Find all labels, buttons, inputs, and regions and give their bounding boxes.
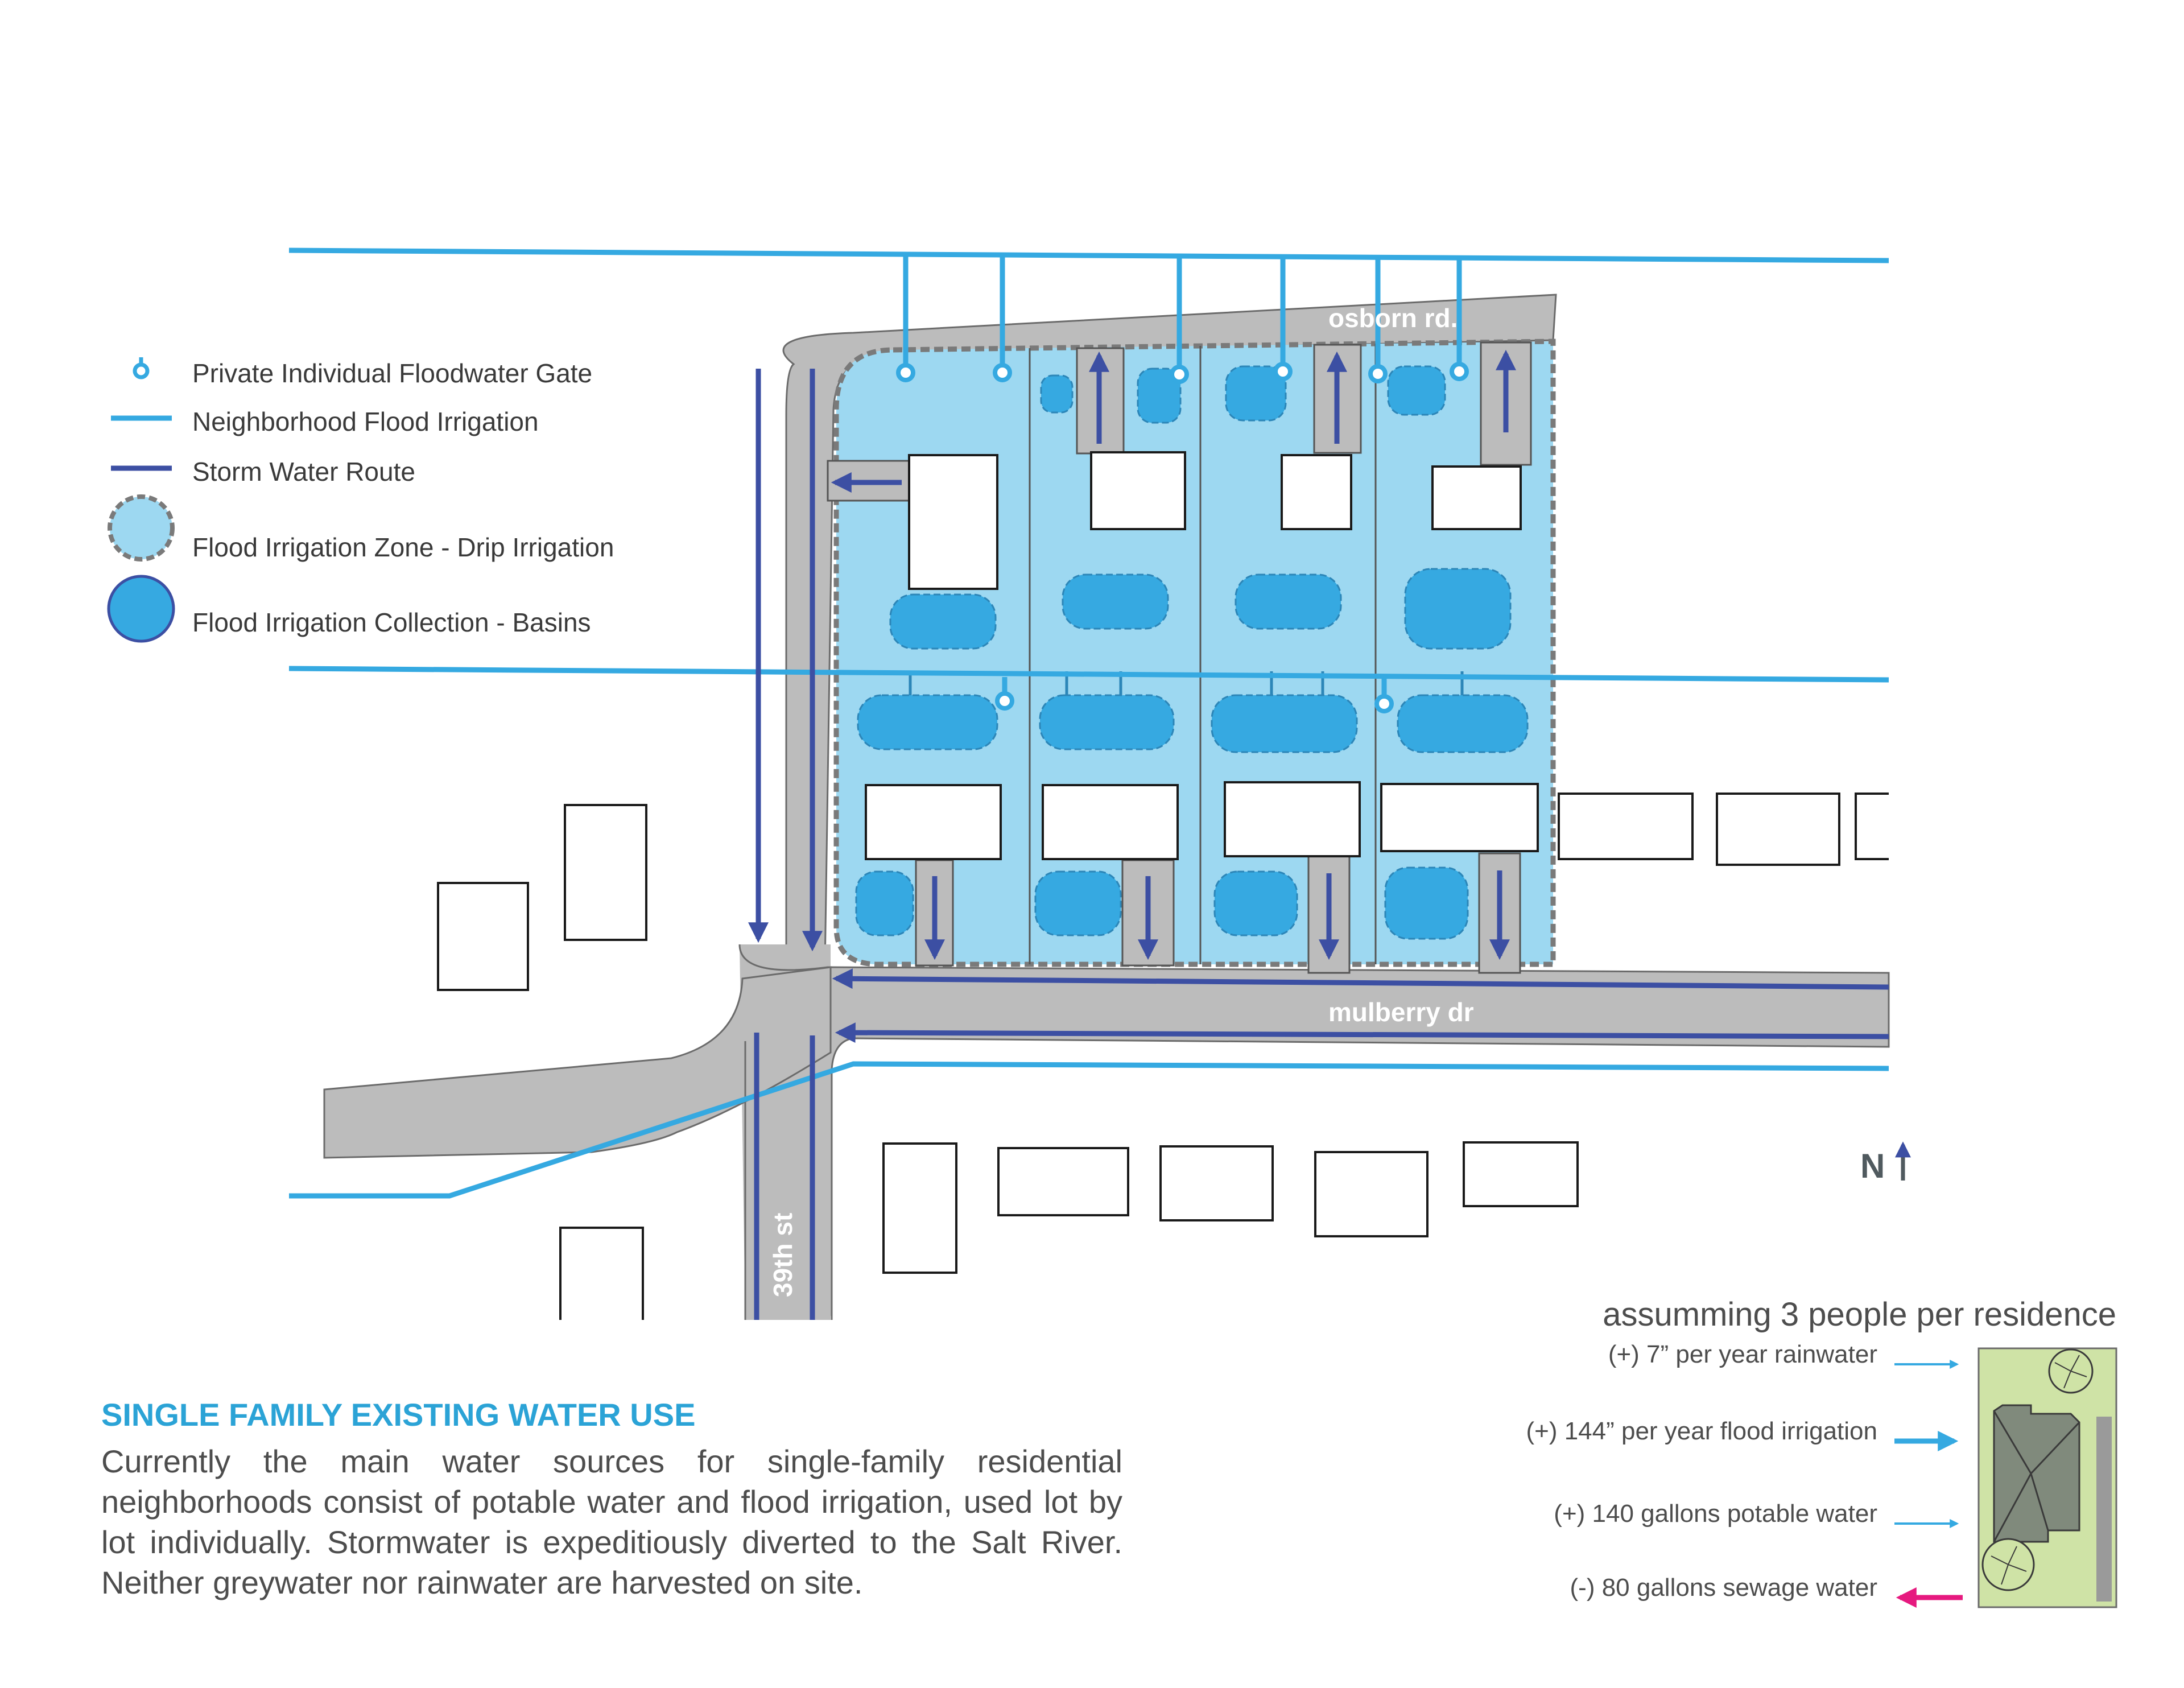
svg-text:Flood Irrigation Collection -: Flood Irrigation Collection - Basins <box>192 608 591 637</box>
lot-dividers <box>1029 344 1377 964</box>
legend-item-storm-water: Storm Water Route <box>111 457 415 486</box>
svg-text:Flood Irrigation Zone - Drip I: Flood Irrigation Zone - Drip Irrigation <box>192 533 614 562</box>
house <box>1224 781 1361 857</box>
residence-lot-illustration <box>1977 1347 2117 1608</box>
gate-icon <box>1273 362 1293 381</box>
basin <box>1384 866 1469 940</box>
basin <box>857 694 998 750</box>
basin <box>1404 568 1512 650</box>
basin <box>1235 573 1342 630</box>
basin <box>1039 694 1175 750</box>
basin <box>1040 374 1074 414</box>
39th-street-lower <box>744 1041 833 1320</box>
gate-icon <box>1170 365 1189 384</box>
description-body: Currently the main water sources for sin… <box>101 1443 1122 1600</box>
basin <box>855 870 914 936</box>
house <box>882 1142 957 1274</box>
legend-item-flood-irrigation: Neighborhood Flood Irrigation <box>111 407 539 436</box>
usage-item-potable-water: (+) 140 gallons potable water <box>1554 1500 1877 1528</box>
usage-item-flood-irrigation: (+) 144” per year flood irrigation <box>1526 1417 1877 1445</box>
storm-water-routes <box>748 349 1889 1320</box>
road-label-mulberry: mulberry dr <box>1328 997 1474 1027</box>
legend-item-irrigation-zone: Flood Irrigation Zone - Drip Irrigation <box>108 494 614 562</box>
description-title: SINGLE FAMILY EXISTING WATER USE <box>101 1397 696 1433</box>
usage-title: assumming 3 people per residence <box>1603 1296 2116 1333</box>
svg-text:Private Individual Floodwater: Private Individual Floodwater Gate <box>192 358 592 388</box>
house <box>1463 1141 1579 1207</box>
gate-icon <box>1368 364 1388 383</box>
road-label-osborn: osborn rd. <box>1328 303 1458 333</box>
basin <box>1225 365 1287 422</box>
basin <box>1034 870 1122 936</box>
house <box>1159 1145 1274 1221</box>
house <box>1380 783 1539 852</box>
basin <box>1397 694 1529 753</box>
house <box>1558 793 1694 860</box>
houses <box>437 451 1889 1320</box>
legend: Private Individual Floodwater Gate Neigh… <box>107 357 614 643</box>
house <box>1855 793 1889 860</box>
house <box>1090 451 1186 530</box>
house <box>1281 454 1352 530</box>
floodwater-gates <box>896 362 1469 713</box>
water-usage-panel: assumming 3 people per residence (+) 7” … <box>1526 1296 2117 1608</box>
house <box>437 882 529 991</box>
house <box>1042 784 1179 860</box>
north-arrow: N <box>1860 1141 1911 1185</box>
gate-icon <box>1450 362 1469 381</box>
gate-icon <box>1374 694 1394 713</box>
house <box>1716 793 1840 866</box>
legend-item-gate: Private Individual Floodwater Gate <box>133 357 592 388</box>
legend-item-basins: Flood Irrigation Collection - Basins <box>107 575 591 643</box>
basin <box>1213 870 1298 936</box>
gate-icon <box>896 363 915 382</box>
basin <box>1137 368 1182 424</box>
usage-item-rainwater: (+) 7” per year rainwater <box>1608 1340 1877 1368</box>
house <box>908 454 998 590</box>
north-arrow-label: N <box>1860 1147 1885 1185</box>
house <box>1431 465 1522 530</box>
house <box>865 784 1002 860</box>
road-label-39th: 39th st <box>768 1213 798 1297</box>
usage-item-sewage-water: (-) 80 gallons sewage water <box>1570 1574 1877 1602</box>
svg-text:Storm Water Route: Storm Water Route <box>192 457 415 486</box>
flood-irrigation-zone <box>833 339 1556 967</box>
basins <box>855 365 1529 940</box>
basin <box>889 593 997 650</box>
house <box>997 1147 1129 1216</box>
house <box>559 1227 644 1320</box>
flood-irrigation-lines <box>288 247 1889 1199</box>
svg-text:Neighborhood Flood Irrigation: Neighborhood Flood Irrigation <box>192 407 539 436</box>
gate-icon <box>993 363 1012 382</box>
house <box>564 804 647 941</box>
basin <box>1211 694 1358 753</box>
description-block: SINGLE FAMILY EXISTING WATER USE Current… <box>101 1397 1122 1603</box>
basin <box>1387 365 1446 416</box>
gate-icon <box>133 362 150 379</box>
house <box>1314 1151 1429 1237</box>
gate-icon <box>995 691 1014 711</box>
basin <box>1062 573 1169 630</box>
